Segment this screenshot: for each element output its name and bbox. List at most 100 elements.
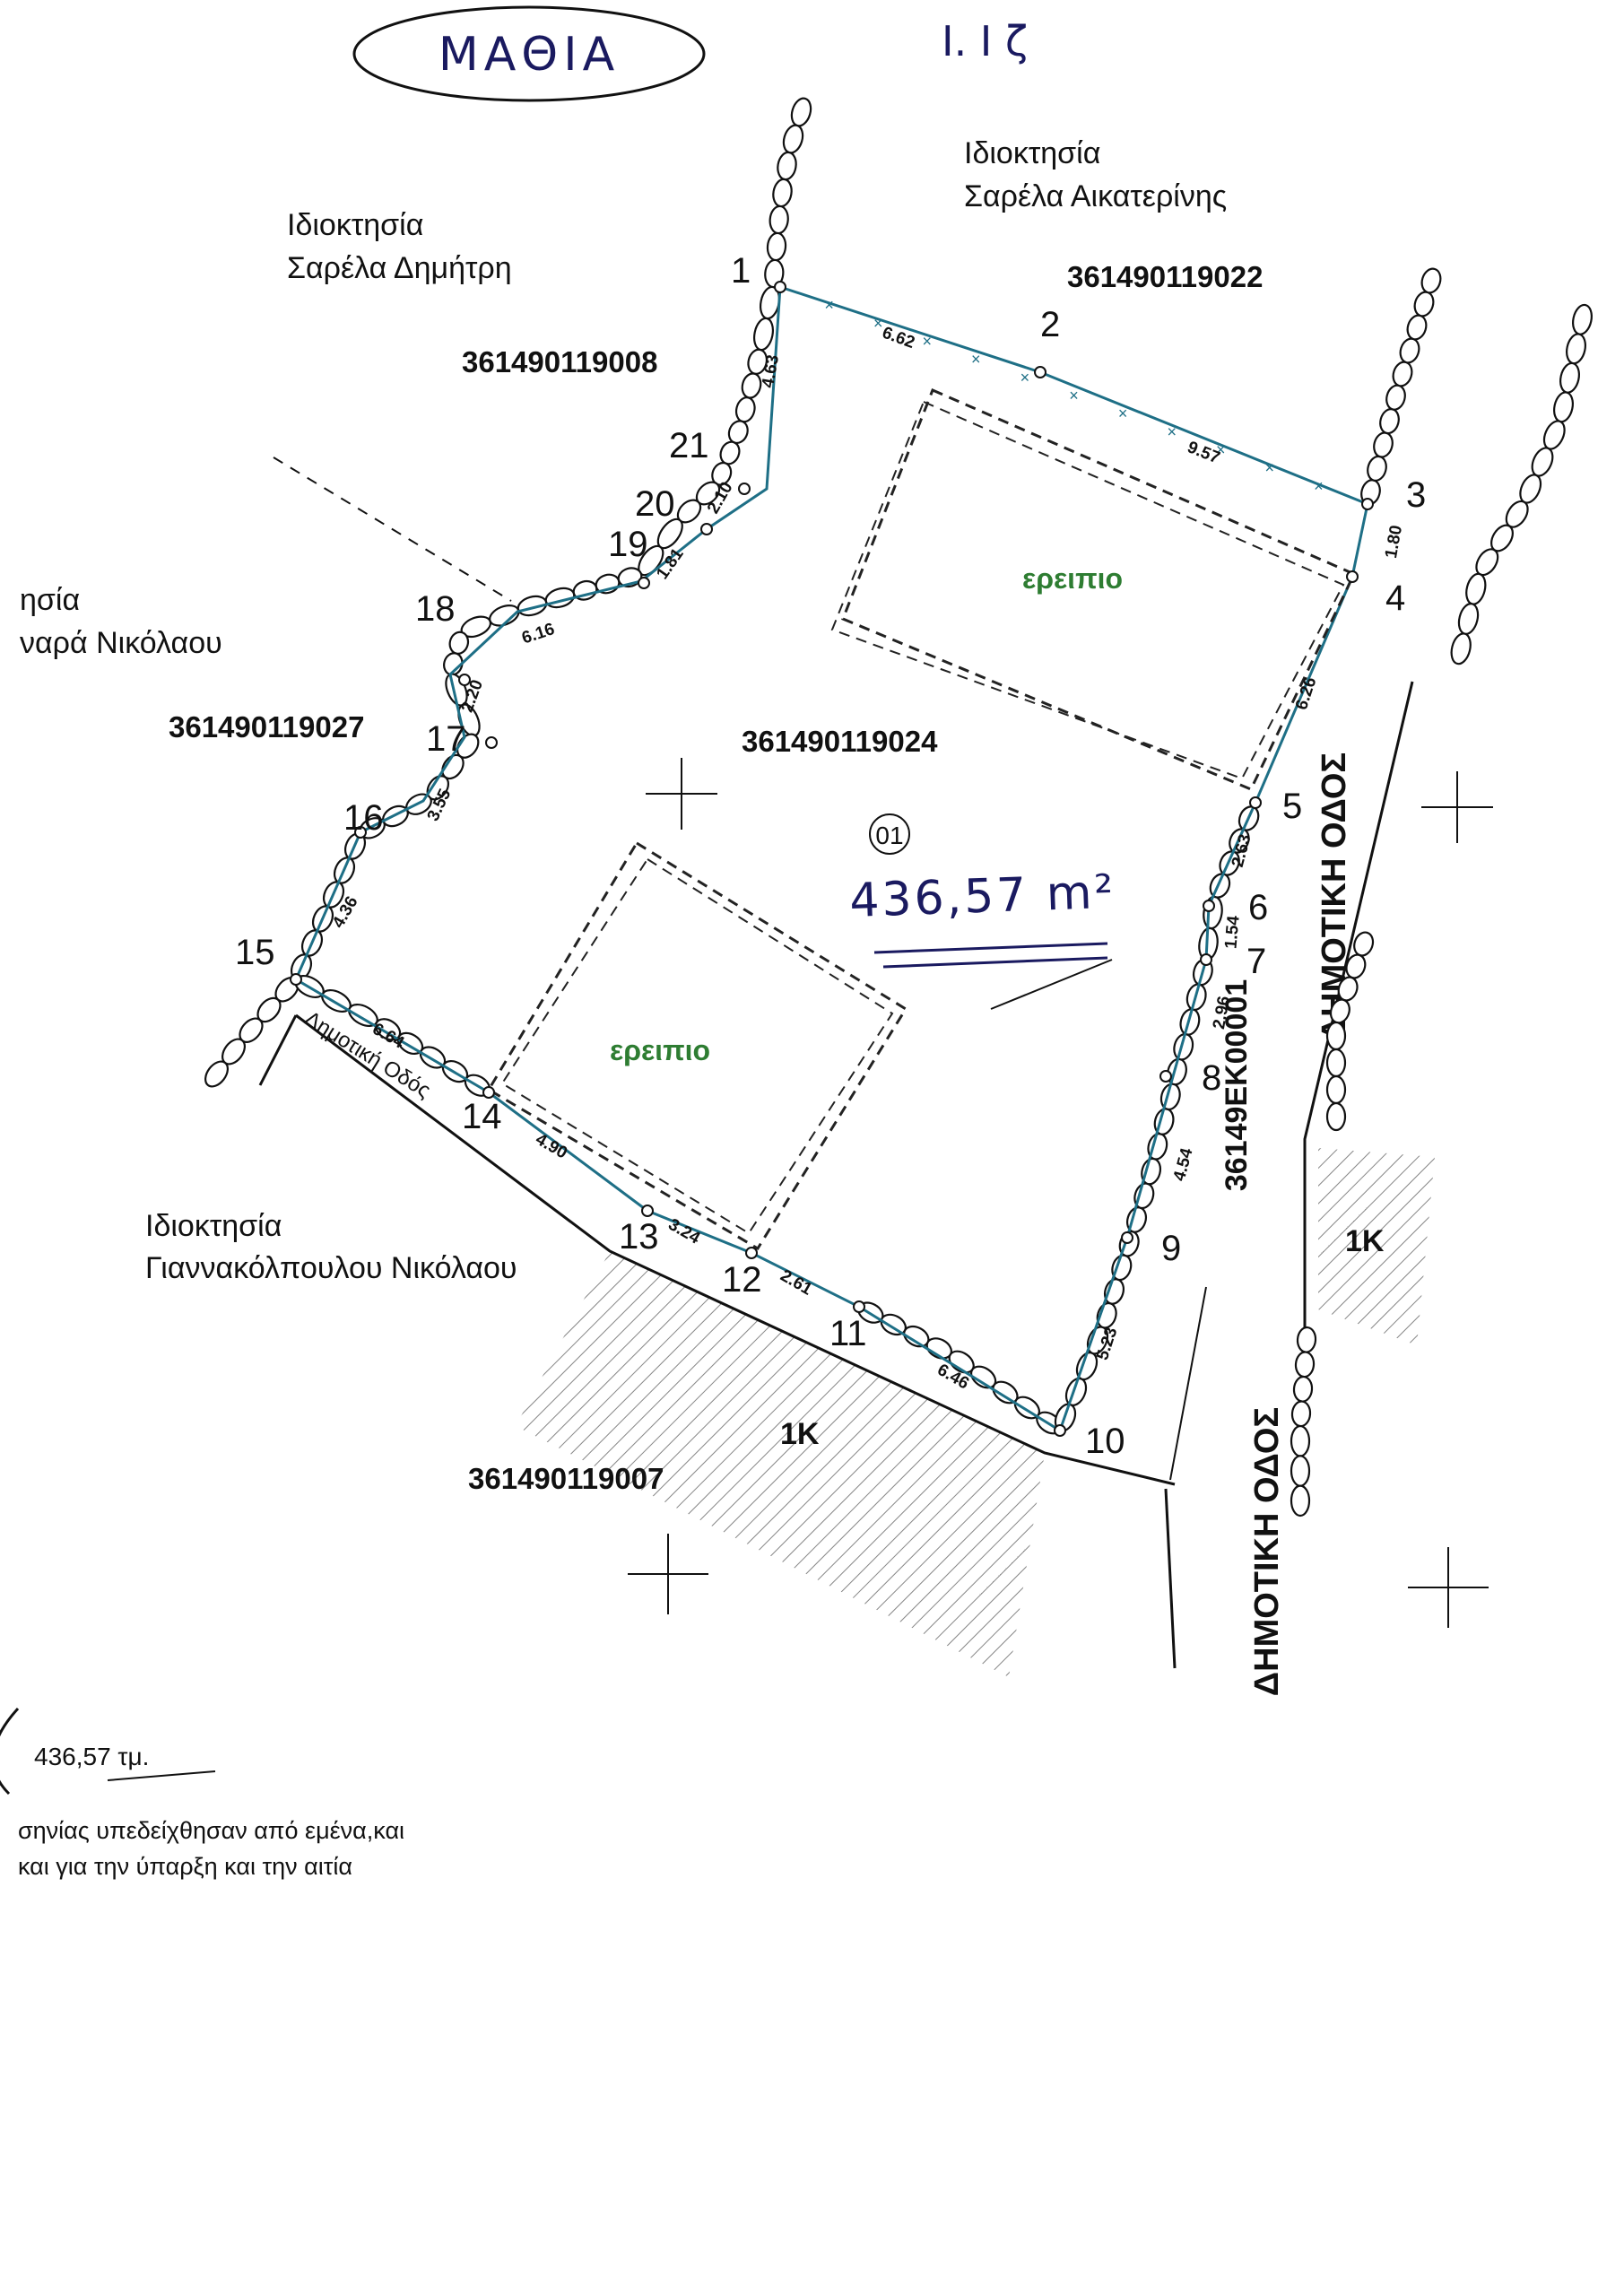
- vertex-marker: [354, 826, 367, 839]
- handwritten-title: ΜΑΘΙΑ: [439, 28, 620, 82]
- vertex-label: 18: [415, 589, 456, 629]
- vertex-marker: [485, 736, 498, 749]
- kaek-2: 361490119008: [462, 345, 657, 378]
- stone-wall-oval: [1290, 1400, 1312, 1428]
- footer-area: 436,57 τμ.: [34, 1743, 149, 1770]
- vertex-marker: [290, 973, 302, 986]
- vertex-label: 13: [619, 1217, 659, 1257]
- vertex-label: 4: [1385, 578, 1405, 618]
- stone-wall-oval: [777, 151, 797, 181]
- ruin-south: [486, 840, 908, 1251]
- road-edge-south: [295, 1013, 1176, 1486]
- stone-wall-oval: [772, 178, 793, 208]
- footer-pen-stroke: [107, 1770, 216, 1781]
- stone-wall-oval: [204, 1060, 229, 1088]
- fence-mark: ×: [1020, 369, 1030, 387]
- stone-wall-oval: [1325, 1074, 1347, 1105]
- segment-length-label: 2.61: [777, 1266, 815, 1300]
- vertex-marker: [1203, 900, 1215, 912]
- ruin-label-north: ερειπιο: [1022, 562, 1123, 595]
- owner-name-1: Σαρέλα Αικατερίνης: [964, 179, 1227, 213]
- zone-hatch-east: [1318, 1148, 1435, 1345]
- cross-4: [1408, 1547, 1489, 1628]
- segment-length-label: 1.80: [1382, 524, 1406, 560]
- fence-mark: ×: [1118, 404, 1128, 422]
- stone-wall-oval: [790, 97, 812, 127]
- stone-wall-oval: [1325, 1101, 1347, 1132]
- zone-label-east: 1Κ: [1345, 1224, 1385, 1258]
- area-underline-1: [873, 942, 1108, 954]
- stone-wall-oval: [1296, 1326, 1317, 1353]
- vertex-marker: [738, 483, 751, 495]
- kaek-3: 361490119027: [169, 710, 364, 744]
- vertex-marker: [1034, 366, 1046, 378]
- cross-2: [1421, 771, 1493, 843]
- road-code: 36149ΕΚ00001: [1220, 979, 1254, 1191]
- vertex-label: 10: [1085, 1422, 1125, 1461]
- ruin-north: [830, 388, 1357, 791]
- stone-wall-oval: [1559, 361, 1580, 394]
- vertex-marker: [1121, 1231, 1133, 1244]
- fence-mark: ×: [1069, 387, 1079, 404]
- stone-wall-oval: [1290, 1424, 1311, 1457]
- segment-length-label: 1.54: [1221, 915, 1243, 950]
- road-edge-stub-2: [1164, 1488, 1177, 1669]
- vertex-label: 5: [1282, 787, 1302, 826]
- road-edge-stub: [258, 1014, 298, 1086]
- vertex-label: 21: [669, 426, 709, 465]
- vertex-label: 16: [343, 798, 384, 838]
- stone-wall-oval: [1179, 1008, 1201, 1036]
- stone-wall-oval: [1373, 431, 1394, 458]
- vertex-marker: [1054, 1424, 1066, 1437]
- vertex-marker: [458, 674, 471, 686]
- owner-label-2: Ιδιοκτησία: [287, 208, 423, 242]
- vertex-marker: [1361, 498, 1374, 510]
- road-edge-east-inner: [1169, 1286, 1207, 1481]
- stone-wall-oval: [752, 317, 775, 352]
- stone-wall-oval: [1203, 895, 1223, 930]
- stone-wall-oval: [1096, 1301, 1117, 1329]
- stone-wall-oval: [1290, 1484, 1311, 1518]
- fence-mark: ×: [1167, 422, 1177, 440]
- parcel-area-handwritten: 436,57 m²: [848, 865, 1116, 928]
- zone-label-south: 1Κ: [780, 1417, 820, 1451]
- vertex-label: 3: [1406, 475, 1426, 515]
- vertex-marker: [1200, 953, 1212, 966]
- reference-crosses: [628, 758, 1493, 1628]
- vertex-label: 15: [235, 933, 275, 972]
- stone-wall-oval: [1399, 337, 1420, 364]
- parcel-number: 01: [875, 822, 903, 849]
- vertex-marker: [745, 1247, 758, 1259]
- vertex-marker: [641, 1205, 654, 1217]
- fence-mark: ×: [923, 333, 933, 351]
- stone-wall-oval: [769, 204, 789, 235]
- segment-length-label: 6.62: [880, 324, 917, 352]
- vertex-label: 17: [426, 719, 466, 759]
- stone-wall-oval: [1294, 1351, 1316, 1378]
- vertex-label: 6: [1248, 888, 1268, 927]
- fence-mark: ×: [1314, 477, 1324, 495]
- vertex-label: 1: [731, 251, 751, 291]
- parcel-number-circle: [869, 813, 910, 855]
- segment-length-label: 3.24: [664, 1215, 703, 1248]
- vertex-label: 11: [829, 1314, 867, 1353]
- cross-1: [646, 758, 717, 830]
- stone-wall-oval: [1465, 572, 1487, 605]
- footer-line-2: και για την ύπαρξη και την αιτία: [18, 1853, 352, 1880]
- owner-name-3: ναρά Νικόλαου: [20, 626, 222, 660]
- stone-wall-oval: [766, 231, 787, 262]
- vertex-marker: [638, 577, 650, 589]
- stone-wall-oval: [1367, 455, 1387, 482]
- vertex-label: 2: [1040, 305, 1060, 344]
- vertex-label: 19: [608, 525, 648, 564]
- stone-wall-oval: [1292, 1375, 1314, 1403]
- neighbor-boundary-line: [273, 457, 512, 602]
- area-leader-line: [990, 959, 1113, 1010]
- vertex-label: 14: [462, 1097, 502, 1136]
- owner-label-3: ησία: [20, 583, 80, 617]
- stone-wall-oval: [1566, 333, 1586, 365]
- vertex-label: 9: [1161, 1229, 1181, 1268]
- stone-wall-oval: [1325, 1048, 1347, 1078]
